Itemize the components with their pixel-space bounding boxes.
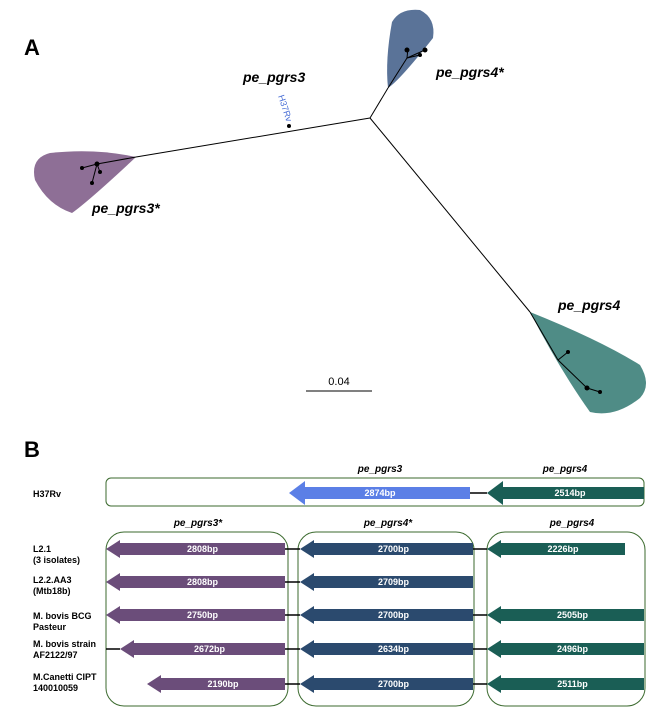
row-1-pgrs4-arrow — [487, 540, 625, 558]
group-header-pgrs4: pe_pgrs4 — [549, 518, 595, 529]
h37rv-label: H37Rv — [33, 489, 61, 499]
group-box-pgrs3-star — [105, 531, 289, 707]
panel-a-letter: A — [24, 35, 40, 60]
row-3-pgrs4-star-length: 2700bp — [378, 610, 410, 620]
label-pe-pgrs3-star: pe_pgrs3* — [91, 200, 160, 216]
row-5-pgrs3-star-arrow — [147, 675, 285, 693]
strain-row: L2.2.AA3 (Mtb18b) — [33, 575, 72, 596]
row-5-pgrs4-arrow — [487, 675, 644, 693]
h37rv-tree-label: H37Rv — [276, 94, 294, 124]
clade-pe-pgrs3-star-fan — [34, 151, 136, 213]
row-1-pgrs3-star-length: 2808bp — [187, 544, 219, 554]
row-5-pgrs3-star-length: 2190bp — [207, 679, 239, 689]
label-pe-pgrs3: pe_pgrs3 — [242, 69, 305, 85]
row-label-3: M. bovis BCG — [33, 611, 92, 621]
group-header-pgrs4-star: pe_pgrs4* — [363, 518, 413, 529]
row-sublabel-2: (Mtb18b) — [33, 586, 71, 596]
h37rv-pgrs3-arrow — [289, 481, 470, 505]
row-label-5: M.Canetti CIPT — [33, 672, 97, 682]
row-1-pgrs4-star-length: 2700bp — [378, 544, 410, 554]
row-4-pgrs4-arrow — [487, 640, 644, 658]
ref-header-pgrs3: pe_pgrs3 — [357, 464, 403, 475]
scale-bar-label: 0.04 — [328, 376, 349, 388]
row-3-pgrs4-star-arrow — [300, 606, 473, 624]
row-label-4: M. bovis strain — [33, 639, 96, 649]
ref-header-pgrs4: pe_pgrs4 — [542, 464, 588, 475]
row-2-pgrs3-star-arrow — [106, 573, 285, 591]
h37rv-pgrs3-length: 2874bp — [364, 488, 396, 498]
strain-row: M. bovis BCG Pasteur — [33, 611, 92, 632]
strain-row: M. bovis strain AF2122/97 — [33, 639, 96, 660]
row-2-pgrs3-star-length: 2808bp — [187, 577, 219, 587]
clade-pe-pgrs4-fan — [530, 312, 646, 414]
h37rv-pgrs4-length: 2514bp — [554, 488, 586, 498]
row-2-pgrs4-star-length: 2709bp — [378, 577, 410, 587]
h37rv-pgrs4-arrow — [487, 481, 644, 505]
label-pe-pgrs4-star: pe_pgrs4* — [435, 64, 504, 80]
row-sublabel-3: Pasteur — [33, 622, 67, 632]
row-3-pgrs3-star-length: 2750bp — [187, 610, 219, 620]
clade-pe-pgrs4-star-fan — [387, 9, 434, 88]
row-label-1: L2.1 — [33, 544, 51, 554]
group-box-pgrs4-star — [297, 531, 475, 707]
row-5-pgrs4-star-arrow — [300, 675, 473, 693]
row-4-pgrs4-star-arrow — [300, 640, 473, 658]
row-sublabel-5: 140010059 — [33, 683, 78, 693]
row-5-pgrs4-length: 2511bp — [557, 679, 588, 689]
strain-row: M.Canetti CIPT 140010059 — [33, 672, 97, 693]
row-3-pgrs3-star-arrow — [106, 606, 285, 624]
group-header-pgrs3-star: pe_pgrs3* — [173, 518, 223, 529]
row-2-pgrs4-star-arrow — [300, 573, 473, 591]
label-pe-pgrs4: pe_pgrs4 — [557, 297, 620, 313]
row-1-pgrs4-length: 2226bp — [547, 544, 579, 554]
tree-nodes — [80, 47, 602, 394]
row-3-pgrs4-length: 2505bp — [557, 610, 589, 620]
row-4-pgrs3-star-arrow — [120, 640, 285, 658]
row-4-pgrs4-length: 2496bp — [557, 644, 589, 654]
row-3-pgrs4-arrow — [487, 606, 644, 624]
row-sublabel-4: AF2122/97 — [33, 650, 78, 660]
row-1-pgrs3-star-arrow — [106, 540, 285, 558]
row-label-2: L2.2.AA3 — [33, 575, 72, 585]
row-4-pgrs4-star-length: 2634bp — [378, 644, 410, 654]
group-box-pgrs4 — [486, 531, 646, 707]
row-4-pgrs3-star-length: 2672bp — [194, 644, 226, 654]
row-5-pgrs4-star-length: 2700bp — [378, 679, 410, 689]
panel-b-letter: B — [24, 437, 40, 462]
row-arrows: 2808bp 2700bp 2226bp 2808bp 2709bp 2750bp 2700… — [106, 540, 644, 693]
row-sublabel-1: (3 isolates) — [33, 555, 80, 565]
strain-row: L2.1 (3 isolates) — [33, 544, 80, 565]
tree-branches — [81, 47, 601, 393]
row-1-pgrs4-star-arrow — [300, 540, 473, 558]
